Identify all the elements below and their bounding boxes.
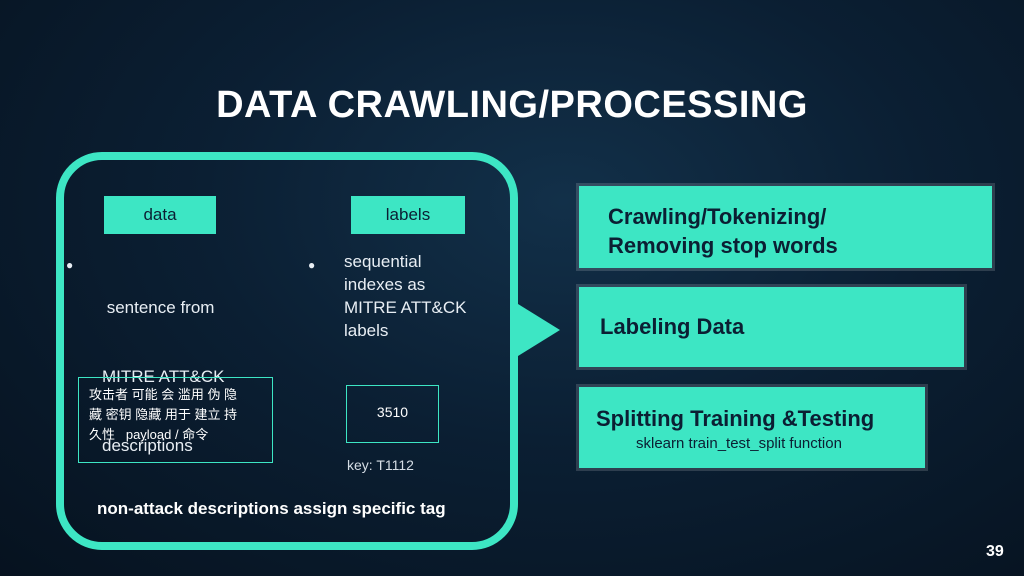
labels-bullet-line4: labels — [344, 321, 389, 340]
labels-bullet: ● sequential indexes as MITRE ATT&CK lab… — [308, 250, 508, 350]
chinese-example-box: 攻击者 可能 会 滥用 伪 隐 藏 密钥 隐藏 用于 建立 持 久性 paylo… — [78, 377, 273, 463]
labels-bullet-line3: MITRE ATT&CK — [344, 298, 467, 317]
step-splitting-subtext: sklearn train_test_split function — [636, 435, 842, 452]
step-crawling-line1: Crawling/Tokenizing/ — [608, 204, 827, 229]
data-tag: data — [104, 196, 216, 234]
bullet-dot: ● — [308, 258, 316, 272]
data-bullet-line1: sentence from — [102, 298, 215, 317]
step-labeling: Labeling Data — [579, 287, 964, 367]
chinese-example-line2: 藏 密钥 隐藏 用于 建立 持 — [89, 407, 238, 422]
data-bullet-line2: MITRE ATT&CK — [102, 367, 225, 386]
label-example-box: 3510 — [346, 385, 439, 443]
labels-bullet-line2: indexes as — [344, 275, 426, 294]
chinese-example-line1: 攻击者 可能 会 滥用 伪 隐 — [89, 387, 238, 402]
labels-bullet-text: sequential indexes as MITRE ATT&CK label… — [344, 250, 466, 342]
key-note: key: T1112 — [347, 457, 414, 473]
labels-tag: labels — [351, 196, 465, 234]
data-bullet: ● sentence from MITRE ATT&CK description… — [66, 250, 286, 455]
label-example-value: 3510 — [376, 404, 409, 420]
step-crawling-line2: Removing stop words — [608, 233, 838, 258]
step-crawling-text: Crawling/Tokenizing/ Removing stop words — [608, 202, 838, 260]
page-number: 39 — [986, 543, 1004, 560]
step-crawling: Crawling/Tokenizing/ Removing stop words — [579, 186, 992, 268]
speech-bubble-pointer — [518, 304, 560, 356]
bullet-dot: ● — [66, 258, 74, 272]
slide-title: DATA CRAWLING/PROCESSING — [216, 84, 808, 126]
footnote: non-attack descriptions assign specific … — [97, 499, 446, 518]
speech-bubble-frame — [56, 152, 518, 550]
data-bullet-line3: descriptions — [102, 436, 193, 455]
step-splitting-text: Splitting Training &Testing — [596, 406, 875, 431]
data-bullet-text: sentence from MITRE ATT&CK descriptions — [102, 250, 224, 503]
step-labeling-text: Labeling Data — [600, 314, 745, 339]
labels-bullet-line1: sequential — [344, 252, 422, 271]
step-splitting: Splitting Training &Testing sklearn trai… — [579, 387, 925, 468]
chinese-example-line3: 久性 payload / 命令 — [89, 427, 209, 442]
